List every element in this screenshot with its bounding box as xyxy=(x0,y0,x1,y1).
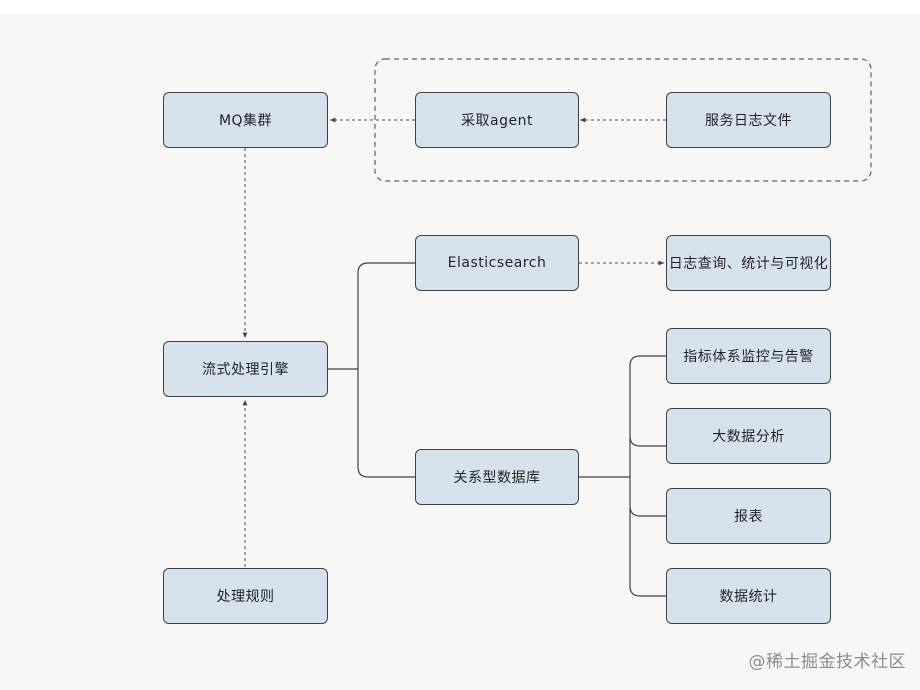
node-collector-agent: 采取agent xyxy=(415,92,579,148)
watermark: @稀土掘金技术社区 xyxy=(748,652,906,672)
connector-db-branch xyxy=(579,355,666,597)
node-reports: 报表 xyxy=(666,488,831,544)
node-stream-engine: 流式处理引擎 xyxy=(163,341,328,397)
node-mq-cluster: MQ集群 xyxy=(163,92,328,148)
node-log-query: 日志查询、统计与可视化 xyxy=(666,235,831,291)
node-elasticsearch: Elasticsearch xyxy=(415,235,579,291)
node-service-log-files: 服务日志文件 xyxy=(666,92,831,148)
node-relational-db: 关系型数据库 xyxy=(415,449,579,505)
node-processing-rules: 处理规则 xyxy=(163,568,328,624)
connector-engine-branch xyxy=(328,262,415,478)
collection-group-border xyxy=(374,58,872,182)
top-band xyxy=(0,0,920,14)
node-data-stats: 数据统计 xyxy=(666,568,831,624)
node-big-data: 大数据分析 xyxy=(666,408,831,464)
node-metrics-alerts: 指标体系监控与告警 xyxy=(666,328,831,384)
